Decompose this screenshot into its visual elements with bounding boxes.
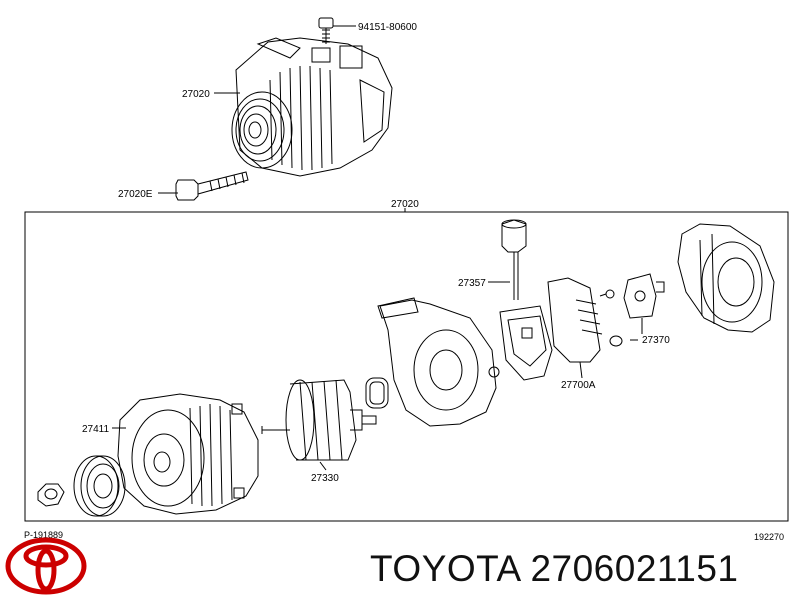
rotor-illustration xyxy=(261,379,377,461)
label-end-cover: 27370 xyxy=(642,335,670,346)
label-drive-frame: 27411 xyxy=(82,424,110,435)
drive-frame-illustration xyxy=(117,393,259,515)
footer-right-code: 192270 xyxy=(754,532,784,542)
screw-illustration xyxy=(609,335,623,347)
ring-illustration xyxy=(365,377,389,409)
toyota-logo xyxy=(5,537,87,595)
label-bolt-top: 94151-80600 xyxy=(358,22,417,33)
footer-left-code: P-191889 xyxy=(24,530,63,540)
alternator-assembly-illustration xyxy=(175,17,393,201)
label-regulator: 27700A xyxy=(561,380,596,391)
pulley-illustration xyxy=(73,455,126,517)
end-cover-part-illustration xyxy=(623,273,665,334)
label-alternator-assy: 27020 xyxy=(182,89,210,100)
brand-title: TOYOTA 2706021151 xyxy=(370,548,739,589)
brush-holder-illustration xyxy=(499,219,553,381)
label-rotor: 27330 xyxy=(311,473,339,484)
assembly-frame xyxy=(24,211,789,522)
label-bolt-bottom: 27020E xyxy=(118,189,153,200)
rear-frame-illustration xyxy=(377,297,500,427)
regulator-illustration xyxy=(547,277,615,363)
label-frame: 27020 xyxy=(391,199,419,210)
label-terminal: 27357 xyxy=(458,278,486,289)
rear-cover-illustration xyxy=(677,223,775,333)
nut-illustration xyxy=(37,483,65,507)
